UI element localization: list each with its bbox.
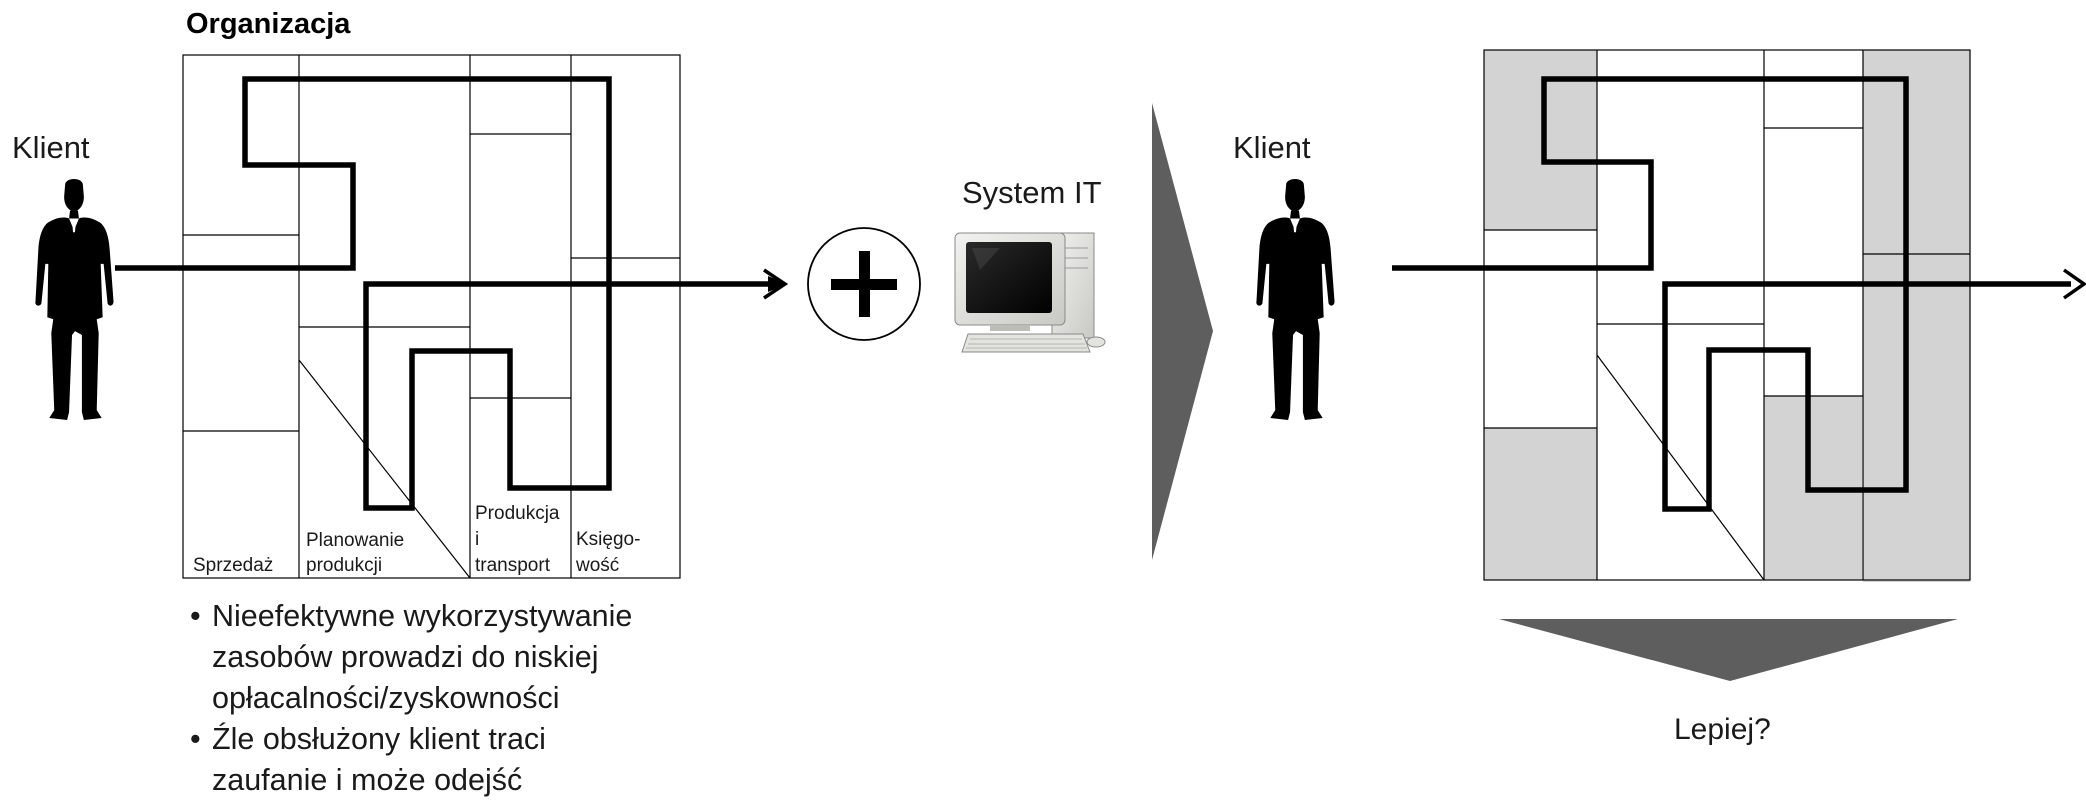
shade-4 bbox=[1863, 50, 1970, 580]
person-icon bbox=[1256, 178, 1335, 421]
dept-ksiegowosc-line1: Księgo- bbox=[576, 529, 640, 550]
dept-produkcja-line3: transport bbox=[475, 555, 551, 576]
shade-2 bbox=[1484, 428, 1597, 580]
process-path-left bbox=[115, 76, 789, 511]
bullet-item: Źle obsłużony klient traci zaufanie i mo… bbox=[190, 719, 632, 801]
svg-text:produkcji: produkcji bbox=[306, 555, 382, 576]
dept-produkcja-line2: i bbox=[475, 529, 479, 550]
svg-text:wość: wość bbox=[575, 555, 619, 576]
organization-grid-right bbox=[1483, 49, 1971, 582]
dept-planowanie-line1: Planowanie bbox=[306, 530, 404, 551]
process-diagram: Sprzedaż Planowanie produkcji Produkcja … bbox=[35, 49, 2086, 681]
dept-ksiegowosc-line2: wość bbox=[575, 555, 619, 576]
org-frame-left bbox=[182, 54, 681, 579]
chevron-right-icon bbox=[1152, 103, 1213, 560]
dept-planowanie-line2: produkcji bbox=[306, 555, 382, 576]
client-right-label: Klient bbox=[1233, 130, 1311, 165]
department-labels-left: Sprzedaż Planowanie produkcji Produkcja … bbox=[193, 503, 640, 576]
svg-text:transport: transport bbox=[475, 555, 551, 576]
bullet-item: Nieefektywne wykorzystywanie zasobów pro… bbox=[190, 596, 632, 719]
org-title: Organizacja bbox=[186, 8, 351, 40]
arrow-head-left bbox=[768, 276, 787, 292]
system-it-label: System IT bbox=[962, 175, 1102, 210]
svg-text:Planowanie: Planowanie bbox=[306, 530, 404, 551]
client-left-figure bbox=[35, 178, 114, 421]
computer-icon bbox=[954, 232, 1106, 353]
dept-sprzedaz: Sprzedaż bbox=[193, 555, 273, 576]
better-question-label: Lepiej? bbox=[1674, 713, 1771, 746]
problem-bullets: Nieefektywne wykorzystywanie zasobów pro… bbox=[190, 596, 632, 801]
svg-text:Sprzedaż: Sprzedaż bbox=[193, 555, 273, 576]
svg-text:Księgo-: Księgo- bbox=[576, 529, 640, 550]
chevron-down-icon bbox=[1499, 619, 1958, 681]
person-icon bbox=[35, 178, 114, 421]
client-right-figure bbox=[1256, 178, 1335, 421]
dept-produkcja-line1: Produkcja bbox=[475, 503, 560, 524]
process-line-left bbox=[115, 76, 768, 511]
svg-text:i: i bbox=[475, 529, 479, 550]
client-left-label: Klient bbox=[12, 130, 90, 165]
org-frame-right bbox=[1483, 49, 1971, 581]
svg-text:Produkcja: Produkcja bbox=[475, 503, 560, 524]
process-path-right bbox=[1392, 76, 2086, 512]
process-line-right bbox=[1392, 76, 2071, 512]
plus-icon bbox=[807, 227, 921, 341]
organization-grid-left bbox=[182, 54, 681, 579]
